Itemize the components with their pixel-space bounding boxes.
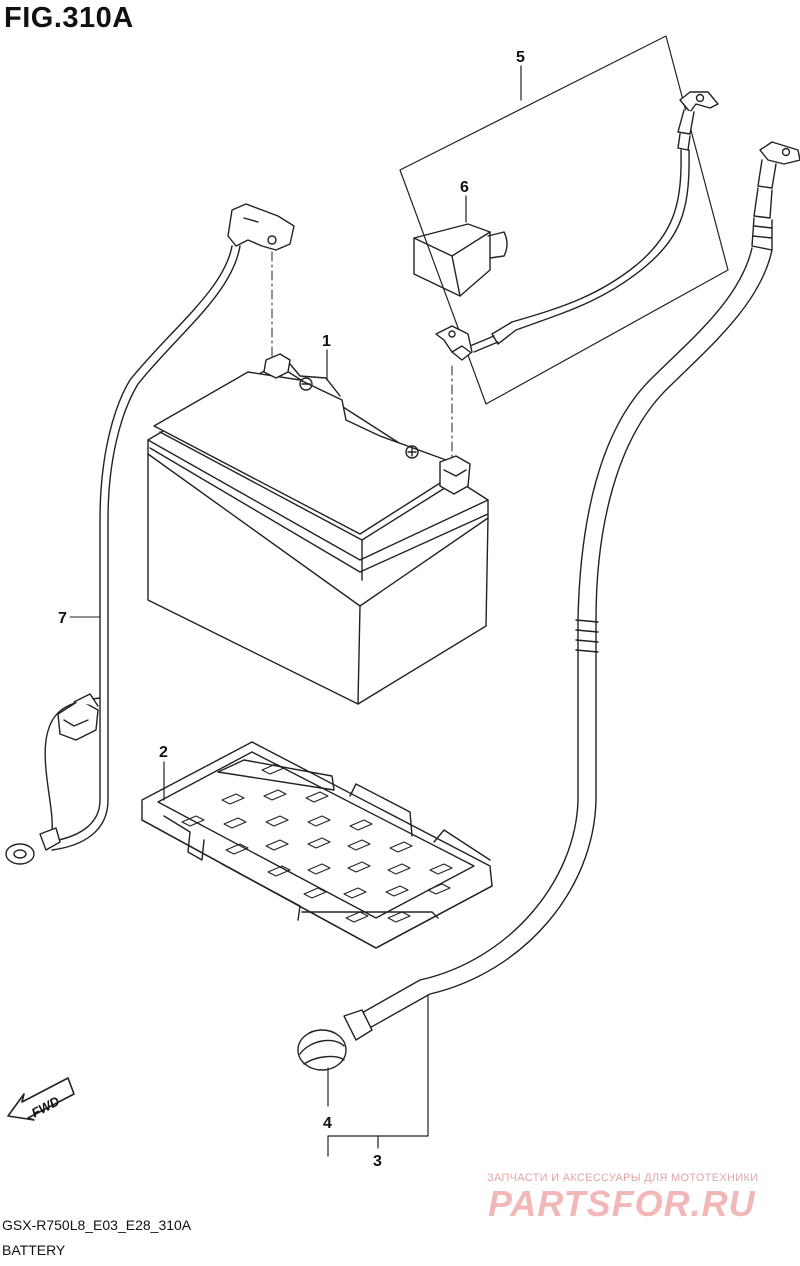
callout-5: 5 — [516, 49, 525, 66]
callout-7: 7 — [58, 610, 67, 627]
terminal-cover-part — [413, 195, 508, 297]
battery-cable-short — [435, 91, 719, 461]
figure-code: GSX-R750L8_E03_E28_310A — [2, 1217, 192, 1233]
watermark-tagline: ЗАПЧАСТИ И АКСЕССУАРЫ ДЛЯ МОТОТЕХНИКИ — [487, 1172, 759, 1184]
fwd-arrow-icon: FWD — [7, 1077, 75, 1121]
figure-name: BATTERY — [2, 1242, 66, 1258]
tray-slots — [181, 763, 453, 923]
battery-tray-part — [141, 741, 493, 949]
callout-4: 4 — [323, 1115, 332, 1132]
callout-3: 3 — [373, 1153, 382, 1170]
figure-title: FIG.310A — [4, 2, 134, 34]
callout-6: 6 — [460, 179, 469, 196]
watermark-logo: PARTSFOR.RU — [488, 1183, 756, 1224]
callout-2: 2 — [159, 744, 168, 761]
callout-1: 1 — [322, 333, 331, 350]
callout-labels: 1 2 3 4 5 6 7 — [58, 49, 525, 1170]
kit-outline-5 — [399, 35, 729, 405]
negative-lead-wire — [5, 203, 295, 865]
battery-cable-long — [297, 141, 800, 1157]
battery-part — [147, 349, 489, 705]
